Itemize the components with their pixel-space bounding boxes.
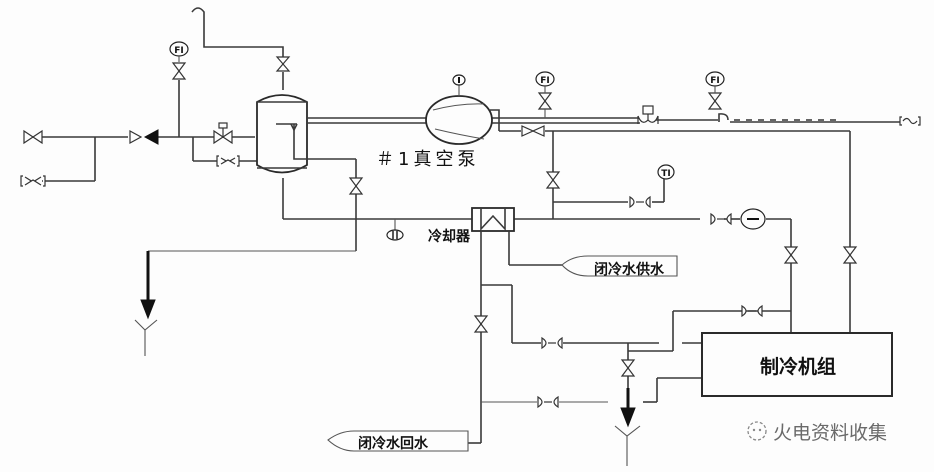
closed-water-supply-tag bbox=[561, 255, 678, 277]
lower-piping bbox=[468, 284, 791, 466]
lower-valve-2[interactable] bbox=[537, 395, 559, 409]
pump-gauge bbox=[452, 74, 466, 86]
svg-text:FI: FI bbox=[540, 76, 550, 86]
chiller-supply-valve[interactable] bbox=[741, 304, 763, 318]
closed-water-supply-label: 闭冷水供水 bbox=[594, 261, 665, 278]
inlet-valve-2[interactable] bbox=[20, 175, 46, 187]
inlet-piping bbox=[42, 80, 257, 182]
vent-pipe bbox=[191, 7, 284, 90]
separator-tank bbox=[256, 94, 308, 174]
control-valve-inlet[interactable] bbox=[213, 122, 233, 145]
svg-text:FI: FI bbox=[174, 46, 184, 56]
check-valve[interactable] bbox=[129, 129, 159, 145]
inlet-valve-1[interactable] bbox=[23, 129, 43, 145]
lower-valve-1[interactable] bbox=[541, 336, 563, 350]
discharge-valve[interactable] bbox=[521, 125, 545, 137]
flow-indicator-1: FI bbox=[169, 41, 189, 57]
svg-text:TI: TI bbox=[661, 169, 671, 179]
drain-arrow-left bbox=[140, 299, 156, 320]
ti-valve[interactable] bbox=[629, 195, 651, 209]
chiller-unit bbox=[701, 332, 893, 397]
closed-water-return-tag bbox=[327, 430, 469, 452]
drain-arrow-right bbox=[620, 407, 636, 428]
bypass-valve[interactable] bbox=[216, 155, 240, 167]
control-valve-outlet[interactable] bbox=[637, 105, 659, 124]
flow-indicator-3: FI bbox=[705, 71, 725, 87]
wechat-icon bbox=[747, 421, 767, 441]
chiller-unit-label: 制冷机组 bbox=[760, 355, 836, 378]
cooler-label: 冷却器 bbox=[428, 228, 471, 245]
chiller-inlet-valve[interactable] bbox=[783, 246, 799, 264]
watermark-text: 火电资料收集 bbox=[773, 422, 887, 444]
cooler-outlet-valve[interactable] bbox=[473, 315, 489, 333]
closed-water-return-label: 闭冷水回水 bbox=[358, 435, 429, 452]
main-suction-line bbox=[307, 109, 902, 333]
cooler-valve-1[interactable] bbox=[710, 212, 732, 226]
center-piping bbox=[552, 131, 665, 219]
separator-drain-valve[interactable] bbox=[348, 177, 364, 195]
steam-trap bbox=[718, 113, 729, 122]
flow-indicator-2: FI bbox=[535, 71, 555, 87]
vacuum-pump-label: ＃1真空泵 bbox=[376, 149, 479, 170]
flow-meter bbox=[740, 208, 766, 230]
vacuum-pump bbox=[425, 85, 493, 145]
vent-valve[interactable] bbox=[275, 56, 291, 72]
cooler bbox=[471, 207, 562, 443]
drain-valve[interactable] bbox=[620, 359, 636, 377]
chiller-discharge-valve[interactable] bbox=[842, 246, 858, 264]
temperature-indicator: TI bbox=[657, 164, 675, 180]
cooler-lines bbox=[134, 158, 792, 356]
fi-valve-1[interactable] bbox=[171, 62, 187, 80]
pressure-indicator bbox=[386, 219, 404, 241]
fi-valve-3[interactable] bbox=[707, 92, 723, 110]
end-valve[interactable] bbox=[899, 116, 921, 126]
svg-text:FI: FI bbox=[710, 76, 720, 86]
center-valve[interactable] bbox=[545, 171, 561, 189]
fi-valve-2[interactable] bbox=[537, 92, 553, 110]
